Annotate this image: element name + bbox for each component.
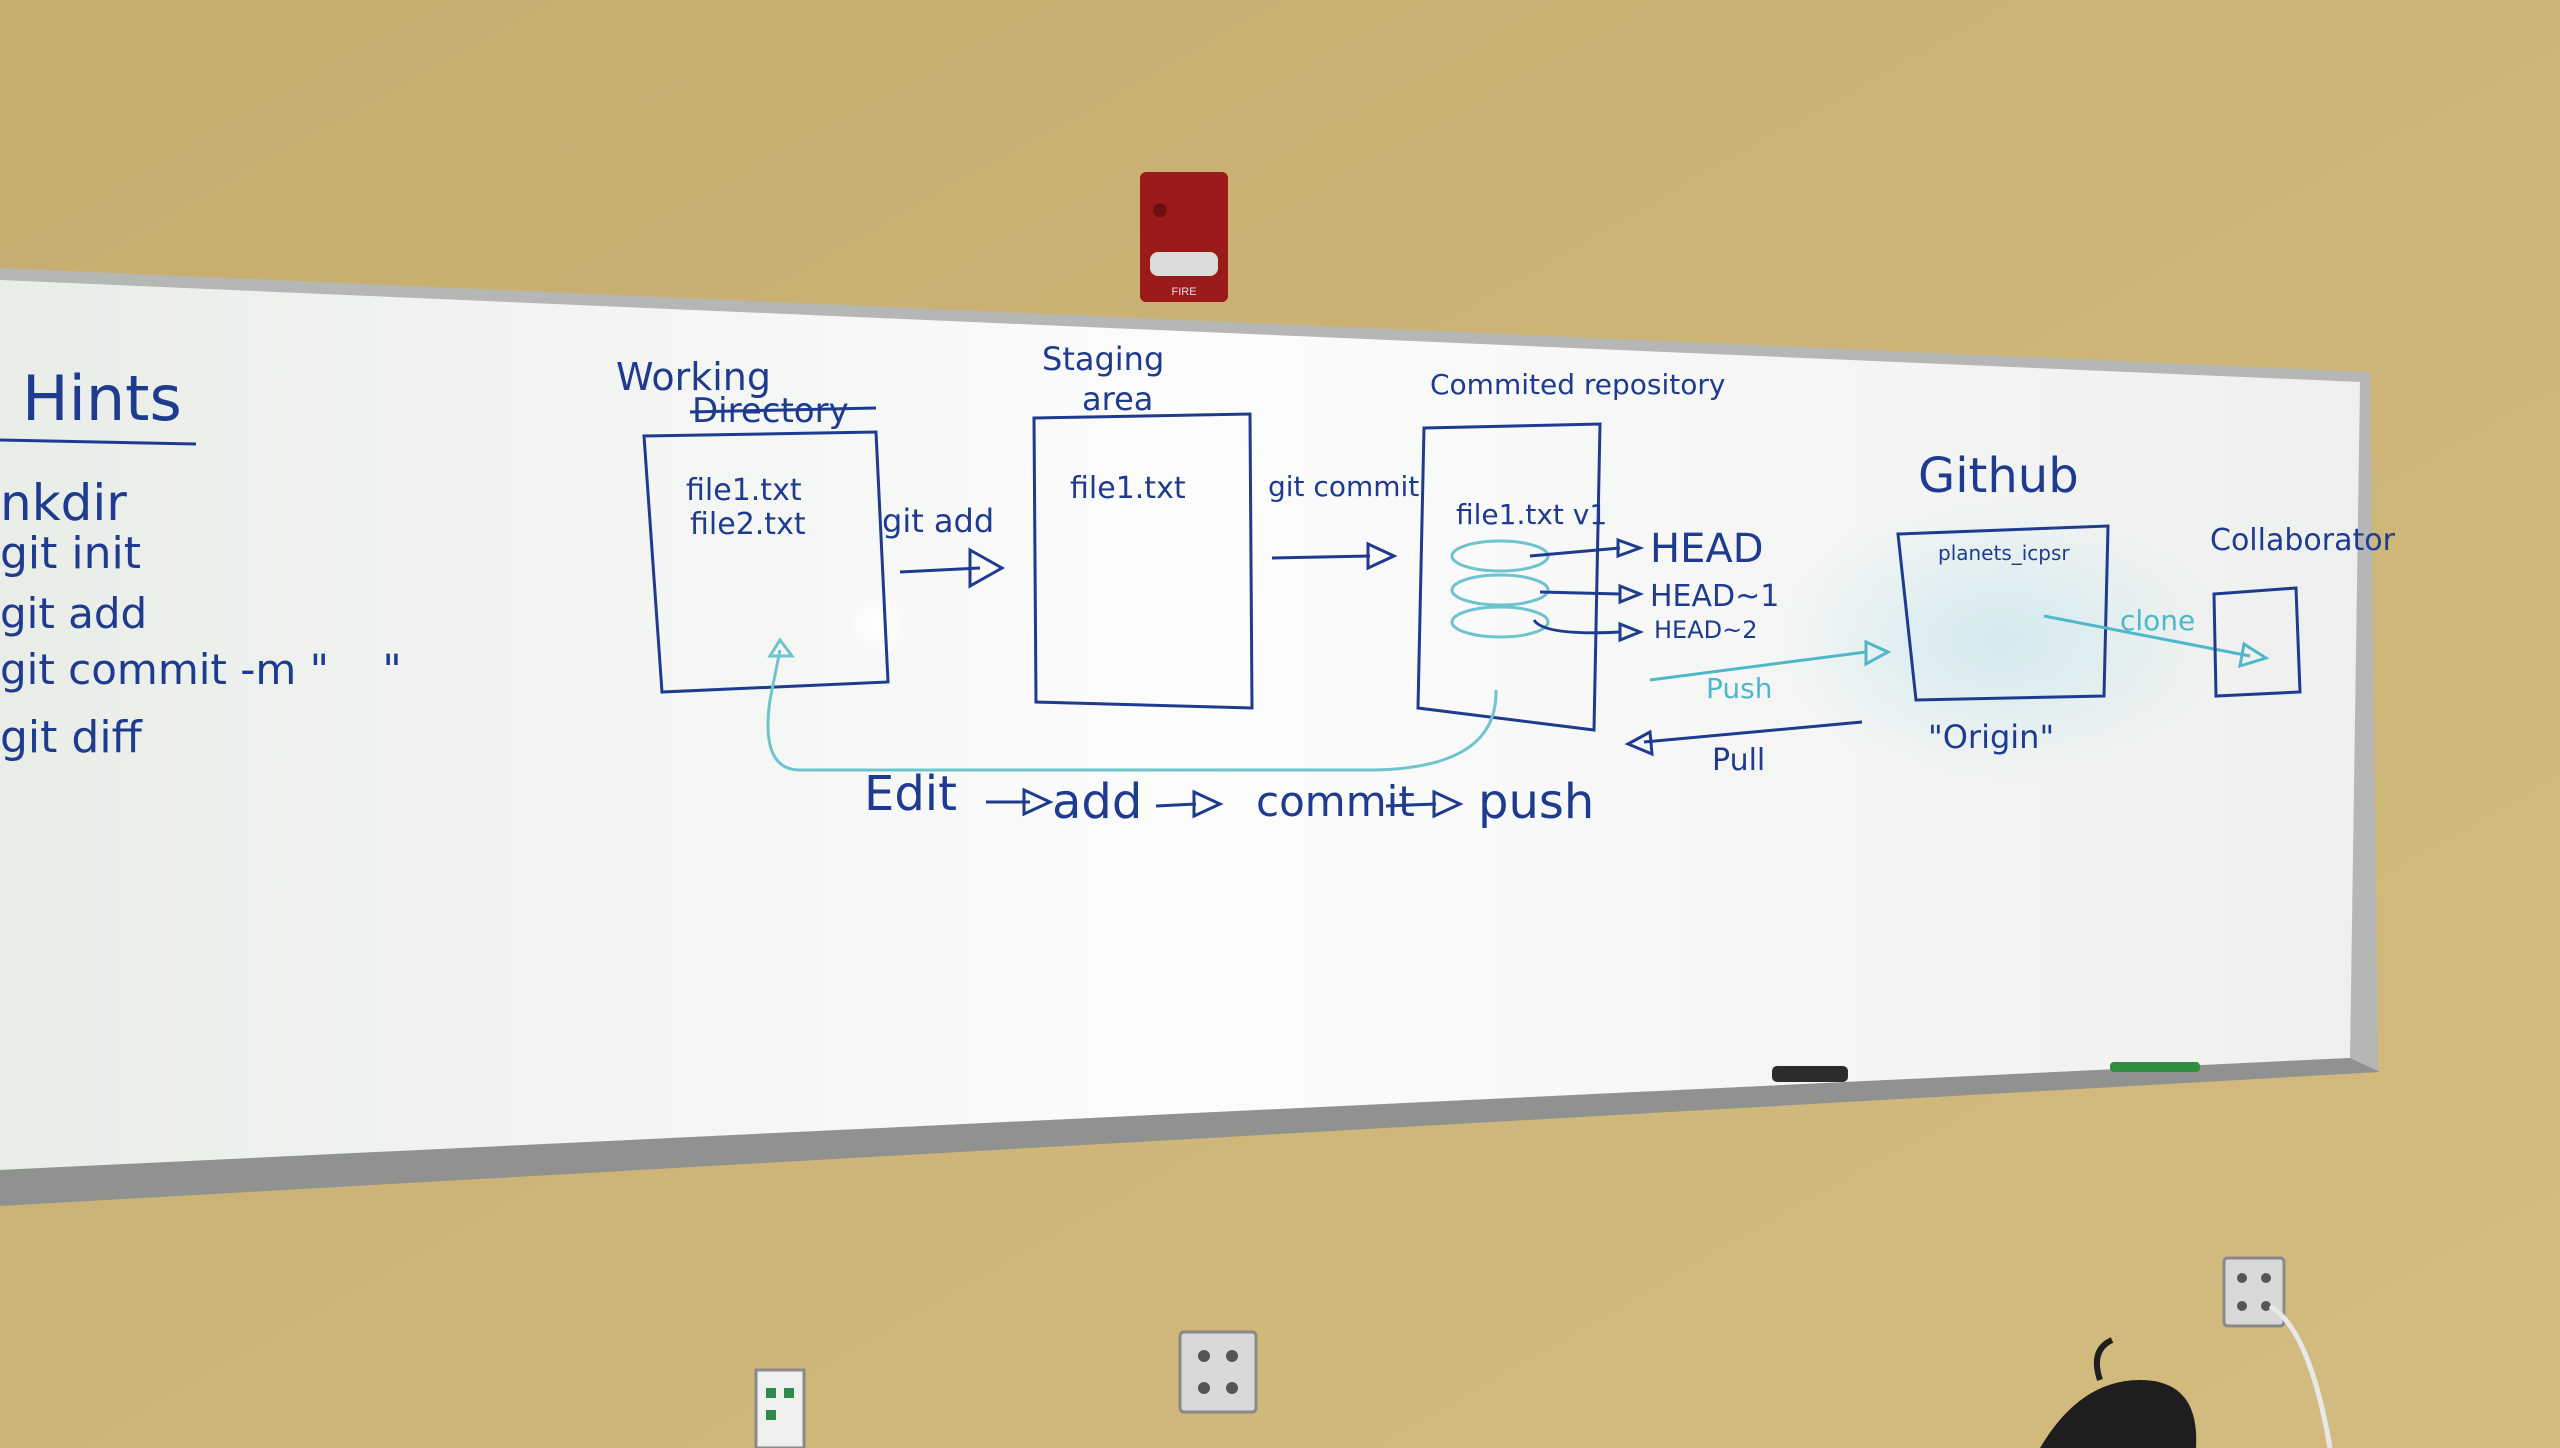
git-commit-arrow: git commit bbox=[1268, 470, 1419, 571]
push-label: Push bbox=[1706, 672, 1772, 705]
umbrella bbox=[2040, 1337, 2197, 1448]
light-glare bbox=[844, 590, 912, 658]
hints-title: Hints bbox=[22, 362, 182, 435]
hints-underline bbox=[0, 438, 197, 446]
working-box bbox=[642, 430, 890, 694]
repository-box bbox=[1416, 422, 1602, 732]
working-file1: file1.txt bbox=[686, 473, 802, 508]
head1-label: HEAD~1 bbox=[1650, 579, 1779, 614]
eraser bbox=[1772, 1066, 1848, 1082]
pull-arrow: Pull bbox=[1624, 720, 1863, 778]
hints-panel: Hints nkdir git init git add git commit … bbox=[0, 362, 402, 763]
workflow-commit: commit bbox=[1256, 777, 1415, 826]
git-add-arrow: git add bbox=[882, 502, 1006, 589]
staging-area: Staging area file1.txt bbox=[1032, 340, 1254, 710]
hint-item: git add bbox=[0, 589, 147, 638]
collaborator-title: Collaborator bbox=[2210, 523, 2396, 558]
collaborator: Collaborator bbox=[2210, 523, 2396, 698]
origin-label: "Origin" bbox=[1928, 718, 2054, 756]
hint-item: git init bbox=[0, 528, 141, 579]
git-commit-label: git commit bbox=[1268, 470, 1419, 503]
working-title-line1: Working bbox=[616, 355, 771, 399]
hint-item: git diff bbox=[0, 712, 144, 763]
fire-alarm-label: FIRE bbox=[1171, 286, 1196, 298]
repository-file: file1.txt v1 bbox=[1456, 498, 1607, 531]
working-directory: Working Directory file1.txt file2.txt bbox=[616, 355, 890, 694]
hint-item: git commit -m " " bbox=[0, 645, 402, 694]
wall-outlet bbox=[2222, 1256, 2333, 1448]
whiteboard bbox=[0, 268, 2380, 1206]
workflow-add: add bbox=[1052, 774, 1142, 830]
github-box bbox=[1896, 524, 2110, 702]
workflow: Edit add commit push bbox=[864, 766, 1594, 830]
wall-outlet bbox=[1178, 1330, 1258, 1414]
github-remote: Github planets_icpsr "Origin" bbox=[1896, 448, 2110, 756]
repository-title: Commited repository bbox=[1430, 368, 1725, 401]
git-add-label: git add bbox=[882, 502, 994, 540]
working-file2: file2.txt bbox=[690, 507, 806, 542]
edit-loop bbox=[766, 637, 1498, 772]
staging-file1: file1.txt bbox=[1070, 471, 1186, 506]
workflow-edit: Edit bbox=[864, 766, 957, 822]
clone-label: clone bbox=[2120, 604, 2195, 637]
workflow-push: push bbox=[1478, 774, 1594, 830]
github-repo: planets_icpsr bbox=[1938, 541, 2070, 565]
hint-item: nkdir bbox=[0, 474, 127, 532]
pull-label: Pull bbox=[1712, 743, 1765, 778]
staging-box bbox=[1032, 412, 1254, 710]
head-label: HEAD bbox=[1650, 526, 1764, 572]
staging-title-line2: area bbox=[1082, 380, 1153, 418]
head2-label: HEAD~2 bbox=[1654, 616, 1758, 644]
github-title: Github bbox=[1918, 448, 2079, 504]
network-jack bbox=[754, 1368, 806, 1448]
commit-stack-icon bbox=[1450, 539, 1550, 573]
collaborator-box bbox=[2212, 586, 2302, 698]
fire-alarm: FIRE bbox=[1140, 172, 1228, 302]
marker bbox=[2110, 1062, 2200, 1072]
committed-repository: Commited repository file1.txt v1 bbox=[1416, 368, 1725, 732]
teal-smudge bbox=[1780, 500, 2220, 780]
staging-title-line1: Staging bbox=[1042, 340, 1164, 378]
push-arrow: Push bbox=[1649, 639, 1892, 705]
head-pointers: HEAD HEAD~1 HEAD~2 bbox=[1529, 526, 1779, 644]
marker-tray bbox=[0, 1058, 2380, 1206]
